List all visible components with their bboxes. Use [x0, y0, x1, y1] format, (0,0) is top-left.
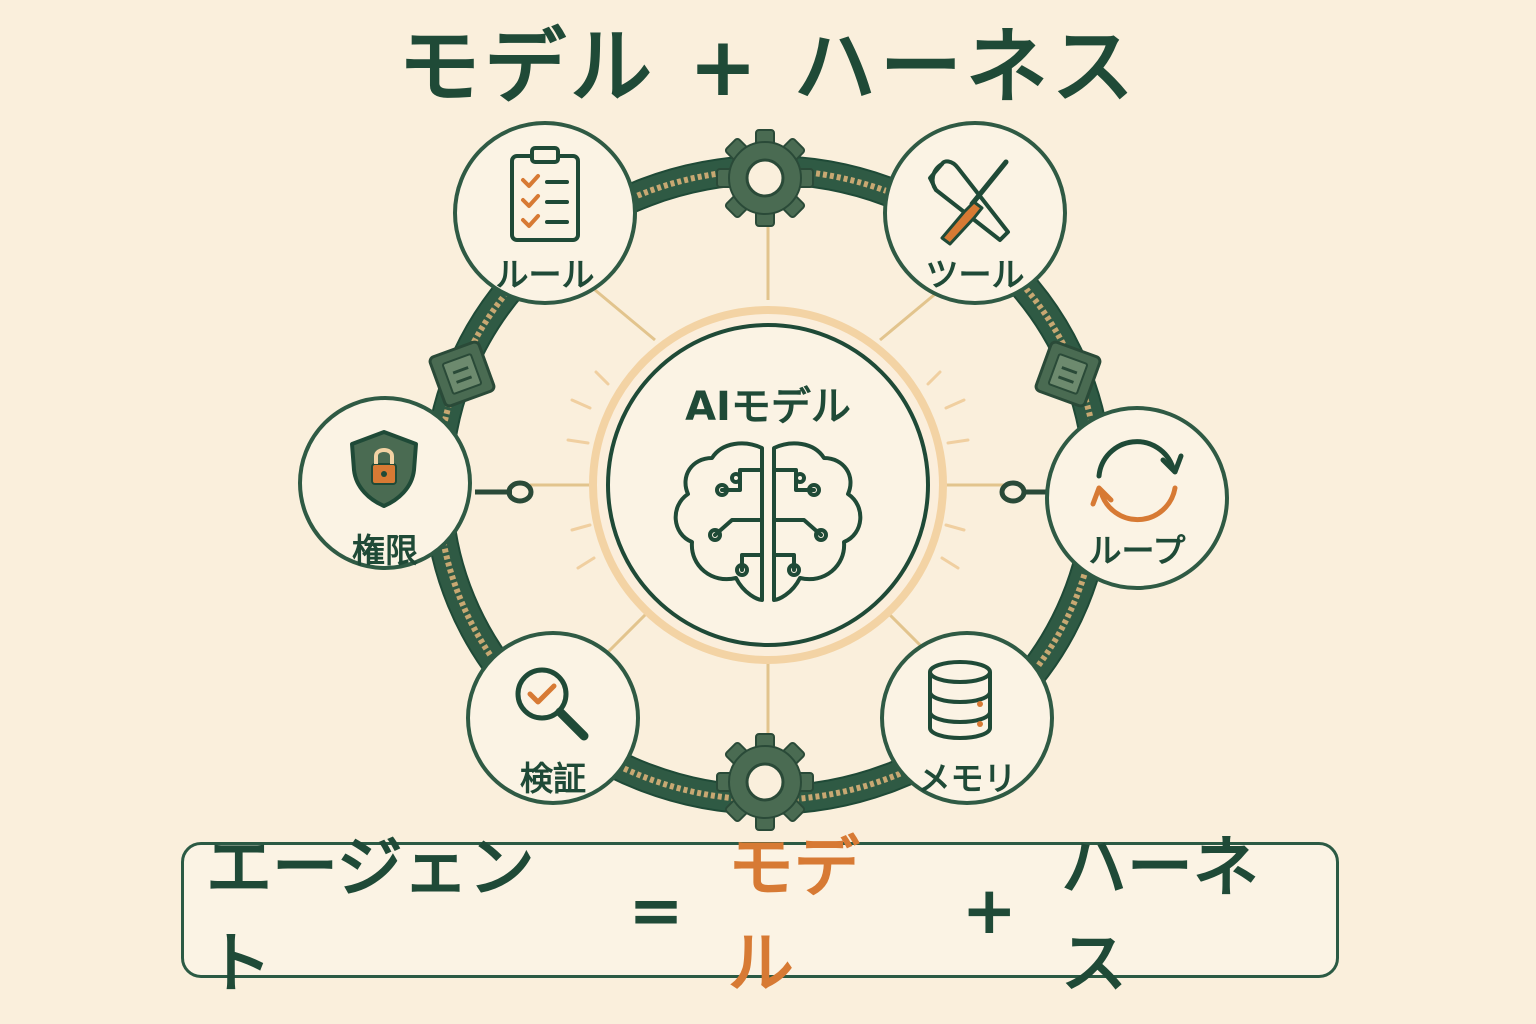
- node-tools: ツール: [883, 121, 1067, 305]
- formula-model: モデル: [727, 829, 860, 1002]
- center-glow: [566, 370, 970, 570]
- node-memory: メモリ: [880, 631, 1054, 805]
- buckle-icon: [428, 340, 496, 408]
- clasp-icon: [475, 480, 534, 504]
- node-rules: ルール: [453, 121, 637, 305]
- refresh-cycle-icon: [1090, 439, 1184, 523]
- node-permissions: 権限: [298, 396, 472, 570]
- gear-icon: [716, 129, 814, 227]
- formula-equals: =: [628, 871, 684, 949]
- node-verification: 検証: [466, 631, 640, 805]
- center-label: AIモデル: [685, 384, 851, 430]
- shield-lock-icon: [350, 430, 418, 508]
- magnifier-check-icon: [515, 667, 589, 741]
- formula-harness: ハーネス: [1060, 829, 1259, 1002]
- buckle-icon: [1034, 340, 1102, 408]
- formula-box: エージェント = モデル + ハーネス: [181, 829, 1339, 1002]
- node-label: ループ: [1088, 531, 1186, 570]
- node-loop: ループ: [1045, 406, 1229, 590]
- node-label: 検証: [520, 759, 586, 798]
- node-label: 権限: [352, 531, 418, 570]
- node-label: ルール: [496, 255, 595, 294]
- page-title: モデル + ハーネス: [398, 20, 1138, 115]
- formula-plus: +: [961, 871, 1017, 949]
- clipboard-checklist-icon: [510, 146, 580, 242]
- node-label: ツール: [926, 255, 1025, 294]
- node-label: メモリ: [918, 759, 1017, 798]
- gear-icon: [716, 733, 814, 831]
- wrench-screwdriver-icon: [928, 159, 1010, 246]
- formula-agent: エージェント: [206, 829, 535, 1002]
- brain-circuit-icon: [673, 441, 863, 602]
- center-ai-model: AIモデル: [589, 306, 947, 664]
- database-icon: [928, 660, 992, 740]
